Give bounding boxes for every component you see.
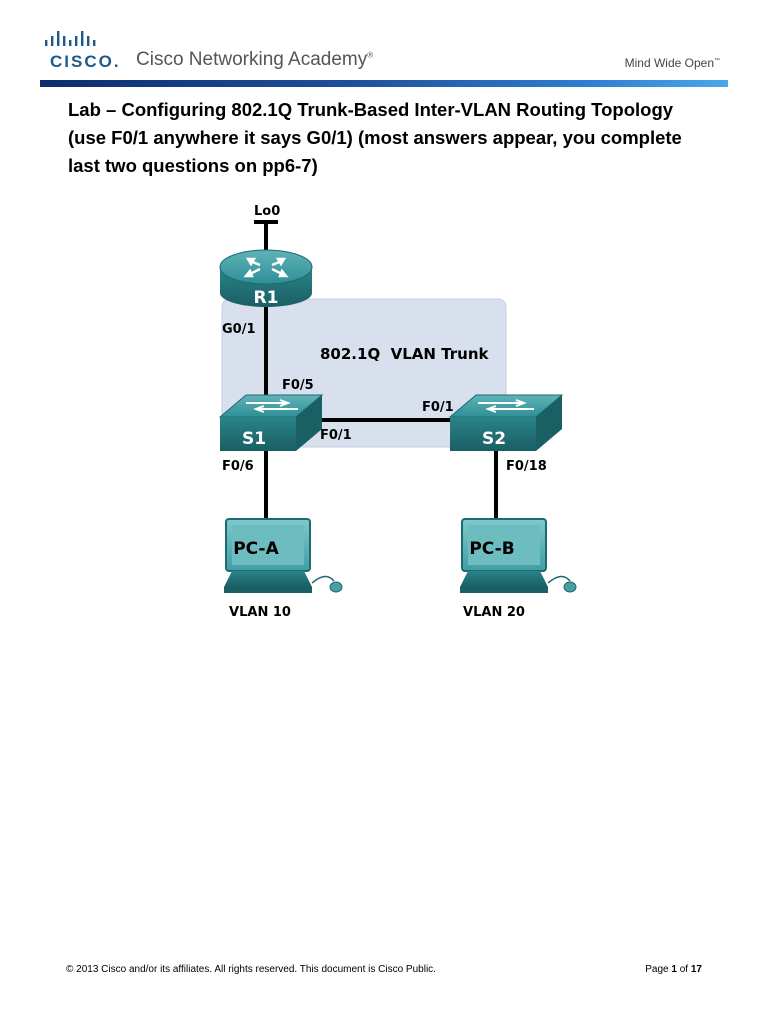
cisco-wordmark: CISCO. xyxy=(50,52,121,71)
academy-mark: ® xyxy=(367,50,374,60)
s1-pc-port-label: F0/6 xyxy=(222,459,254,474)
pc-a-vlan-label: VLAN 10 xyxy=(229,605,291,620)
academy-name: Cisco Networking Academy® xyxy=(136,49,373,71)
s2-trunk-port-label: F0/1 xyxy=(422,400,454,415)
page-current: 1 xyxy=(671,964,677,975)
loopback-label: Lo0 xyxy=(254,204,280,219)
s1-trunk-port-label: F0/1 xyxy=(320,428,352,443)
academy-text: Cisco Networking Academy xyxy=(136,49,368,70)
pc-b-icon xyxy=(460,518,577,593)
page-title: Lab – Configuring 802.1Q Trunk-Based Int… xyxy=(68,99,682,176)
page-total: 17 xyxy=(690,964,702,975)
pc-b-vlan-label: VLAN 20 xyxy=(463,605,525,620)
s1-uplink-port-label: F0/5 xyxy=(282,378,314,393)
tagline-mark: ™ xyxy=(714,58,720,64)
s1-label: S1 xyxy=(242,429,266,449)
pc-b-label: PC-B xyxy=(469,539,514,559)
s2-pc-port-label: F0/18 xyxy=(506,459,547,474)
page-prefix: Page xyxy=(645,964,669,975)
pc-a-icon xyxy=(224,518,343,593)
router-label: R1 xyxy=(254,288,279,308)
router-icon xyxy=(219,249,313,307)
page-header: CISCO. Cisco Networking Academy® Mind Wi… xyxy=(0,0,768,90)
footer-copyright: © 2013 Cisco and/or its affiliates. All … xyxy=(66,964,436,975)
switch-s1-icon xyxy=(218,394,324,451)
header-rule xyxy=(40,80,728,87)
page-of: of xyxy=(679,964,689,975)
router-port-label: G0/1 xyxy=(222,322,256,337)
footer-page-number: Page 1 of 17 xyxy=(645,964,702,975)
pc-a-label: PC-A xyxy=(233,539,279,559)
tagline: Mind Wide Open™ xyxy=(625,56,720,70)
s2-label: S2 xyxy=(482,429,506,449)
topology-diagram: Lo0 R1 G0/1 802.1Q VLAN Trunk F0/5 F0/1 … xyxy=(218,204,577,620)
tagline-text: Mind Wide Open xyxy=(624,56,714,70)
cisco-bars-icon xyxy=(45,31,96,46)
switch-s2-icon xyxy=(448,394,564,451)
trunk-label: 802.1Q VLAN Trunk xyxy=(320,345,490,363)
